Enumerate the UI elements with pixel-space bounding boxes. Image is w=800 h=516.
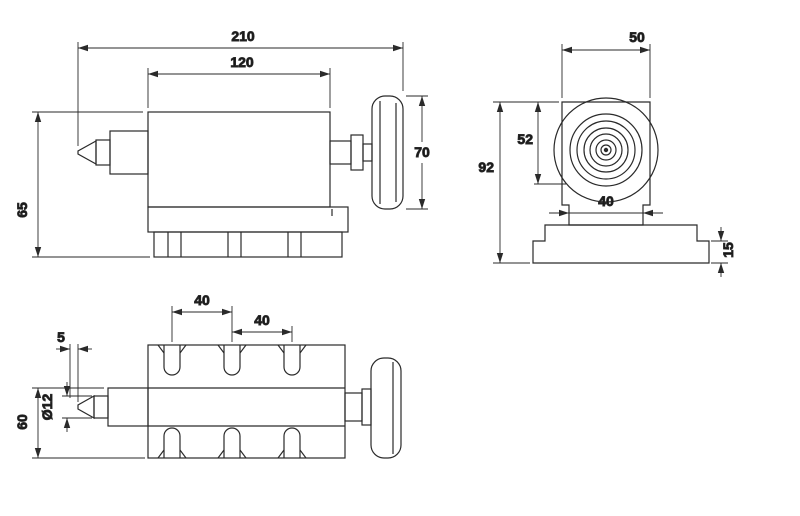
front-view-geometry xyxy=(532,97,710,264)
center-point-cone xyxy=(77,139,97,166)
handwheel xyxy=(371,95,404,210)
dim-label-column-width: 40 xyxy=(598,193,614,209)
t-slot-chamfer xyxy=(277,344,285,354)
dim-label-overall-height: 92 xyxy=(478,159,494,175)
spindle-ring xyxy=(589,133,623,167)
dim-slot-pitch-front: 40 xyxy=(171,292,233,342)
shaft-stub xyxy=(362,143,373,162)
dim-label-body-length: 120 xyxy=(230,54,254,70)
dim-label-overall-length: 210 xyxy=(231,28,255,44)
center-point-cone-plan xyxy=(77,394,95,420)
t-slot-chamfer xyxy=(217,344,225,354)
dim-column-width: 40 xyxy=(549,193,663,217)
dim-label-top-width: 50 xyxy=(629,29,645,45)
mount-base xyxy=(532,224,710,264)
t-slot-chamfer xyxy=(299,449,307,459)
t-slot xyxy=(283,345,301,376)
shaft-flange xyxy=(350,134,364,171)
t-slot-chamfer xyxy=(157,344,165,354)
dim-label-tip-offset: 5 xyxy=(57,329,65,345)
t-slot xyxy=(283,427,301,458)
t-slot xyxy=(223,345,241,376)
center-sleeve xyxy=(95,139,111,166)
dim-center-height: 65 xyxy=(14,111,150,258)
dim-spindle-drop: 52 xyxy=(517,102,566,185)
center-sleeve-plan xyxy=(93,395,109,419)
top-view: 40 40 5 Ø12 60 xyxy=(14,292,402,459)
dim-label-quill-diameter: Ø12 xyxy=(39,394,55,421)
t-slot-chamfer xyxy=(179,449,187,459)
t-slot-chamfer xyxy=(217,449,225,459)
spindle-ring xyxy=(576,120,636,180)
rear-shaft xyxy=(329,140,352,165)
rear-shaft-plan xyxy=(344,392,363,422)
dim-overall-length: 210 xyxy=(77,28,404,146)
dim-body-width: 60 xyxy=(14,387,145,459)
spindle-ring xyxy=(595,139,617,161)
dim-label-body-width: 60 xyxy=(14,414,30,430)
t-slot-chamfer xyxy=(179,344,187,354)
dim-label-center-height: 65 xyxy=(14,202,30,218)
spindle-ring xyxy=(600,144,612,156)
t-slot xyxy=(223,427,241,458)
dim-label-slot-pitch-rear: 40 xyxy=(254,312,270,328)
dim-label-handwheel-diameter: 70 xyxy=(414,144,430,160)
t-slot xyxy=(163,427,181,458)
dim-quill-diameter: Ø12 xyxy=(39,382,92,432)
base-band xyxy=(153,231,343,258)
t-slot-chamfer xyxy=(277,449,285,459)
dim-label-slot-pitch-front: 40 xyxy=(194,292,210,308)
shaft-flange-plan xyxy=(361,388,372,426)
dim-handwheel-diameter: 70 xyxy=(406,95,430,210)
dim-label-base-height: 15 xyxy=(720,242,736,258)
side-view-geometry xyxy=(77,95,404,258)
tailstock-body xyxy=(147,111,331,208)
dim-label-spindle-drop: 52 xyxy=(517,131,533,147)
swivel-housing-circle xyxy=(553,97,659,203)
t-slot xyxy=(163,345,181,376)
base-plate xyxy=(147,206,349,233)
spindle-ring xyxy=(583,127,629,173)
quill-barrel xyxy=(109,130,149,175)
dim-body-length: 120 xyxy=(147,54,331,108)
front-view: 50 52 92 40 15 xyxy=(478,29,736,277)
handwheel-plan xyxy=(370,357,402,459)
dim-tip-offset: 5 xyxy=(56,329,92,402)
spindle-ring xyxy=(569,113,643,187)
t-slot-chamfer xyxy=(157,449,165,459)
dim-top-width: 50 xyxy=(561,29,651,98)
body-plan xyxy=(147,344,346,459)
side-view: 210 120 70 65 xyxy=(14,28,430,258)
t-slot-chamfer xyxy=(239,449,247,459)
quill-barrel-plan xyxy=(107,387,149,427)
dim-base-height: 15 xyxy=(711,227,736,277)
top-view-geometry xyxy=(77,344,402,459)
dim-slot-pitch-rear: 40 xyxy=(232,312,293,342)
spindle-center-dot xyxy=(603,147,609,153)
t-slot-chamfer xyxy=(239,344,247,354)
t-slot-chamfer xyxy=(299,344,307,354)
dim-overall-height: 92 xyxy=(478,101,559,264)
